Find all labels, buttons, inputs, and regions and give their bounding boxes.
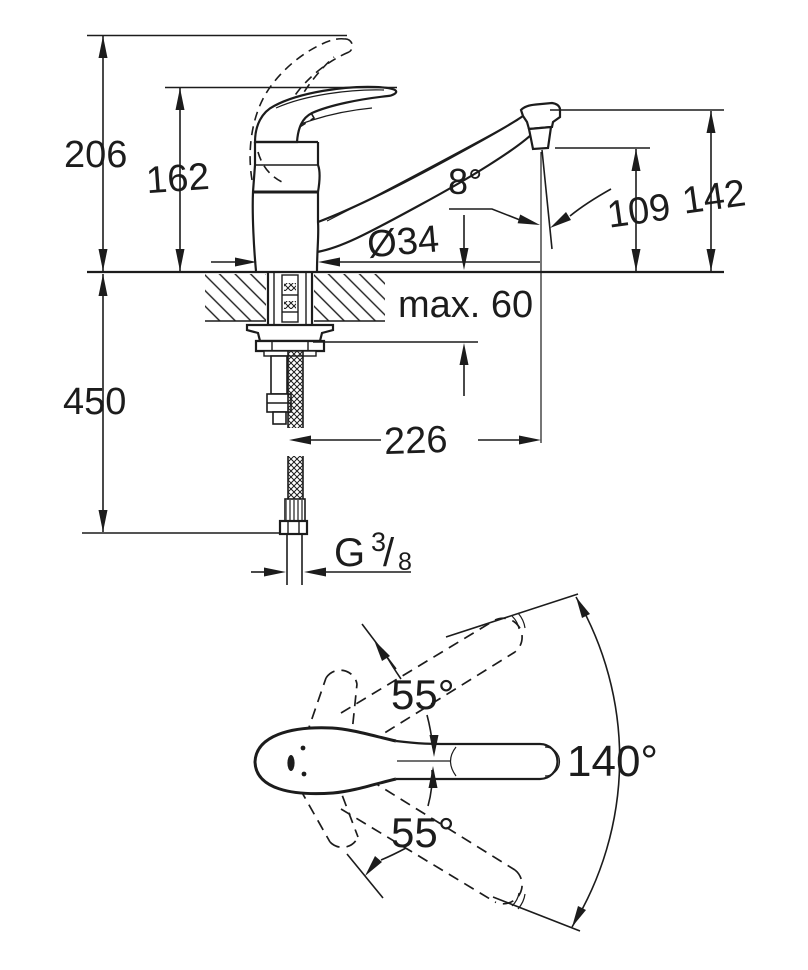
hose-length-label: 450	[63, 381, 126, 423]
thread-denominator: 8	[398, 548, 412, 576]
mounting-nut	[254, 339, 326, 353]
spout-lower-edge	[316, 133, 533, 254]
side-dimensions	[82, 34, 724, 577]
hose-nut	[278, 519, 309, 536]
thread-slash: /	[383, 531, 395, 575]
spout-swivel-label: 140°	[567, 737, 658, 786]
handle-lever	[253, 85, 398, 144]
countertop-section	[205, 274, 385, 322]
handle-height-label: 162	[145, 156, 211, 202]
top-dimensions	[365, 596, 621, 928]
stream-line	[541, 149, 553, 250]
thread-g-label: G	[334, 531, 365, 575]
spout-reach-label: 226	[383, 419, 448, 463]
spout-height-label: 142	[680, 172, 749, 222]
flex-hose	[278, 351, 309, 585]
swing-upper-label: 55°	[391, 671, 455, 718]
side-labels: 206 162 142 109 8° Ø34 max. 60 450 226 G…	[63, 134, 748, 576]
swivel-arc	[571, 596, 621, 928]
aerator	[527, 125, 553, 151]
under-counter-assembly	[245, 272, 335, 585]
mounting-stud	[270, 355, 288, 395]
base-diameter-label: Ø34	[365, 218, 440, 266]
top-labels: 55° 55° 140°	[391, 671, 658, 856]
top-view: 55° 55° 140°	[253, 593, 658, 932]
swing-lower-label: 55°	[391, 809, 455, 856]
spout-head	[519, 101, 562, 131]
max-deck-thickness-label: max. 60	[398, 284, 533, 326]
total-height-label: 206	[64, 134, 127, 176]
outlet-height-label: 109	[604, 186, 673, 236]
mounting-flange	[245, 323, 335, 343]
handle-body-top	[253, 726, 397, 796]
spout-top	[395, 739, 559, 781]
side-view: 206 162 142 109 8° Ø34 max. 60 450 226 G…	[63, 34, 748, 585]
stream-angle-label: 8°	[448, 161, 482, 202]
thread-numerator: 3	[371, 527, 386, 557]
faucet-top-outline	[253, 726, 561, 796]
spout-upper-edge	[317, 115, 524, 224]
